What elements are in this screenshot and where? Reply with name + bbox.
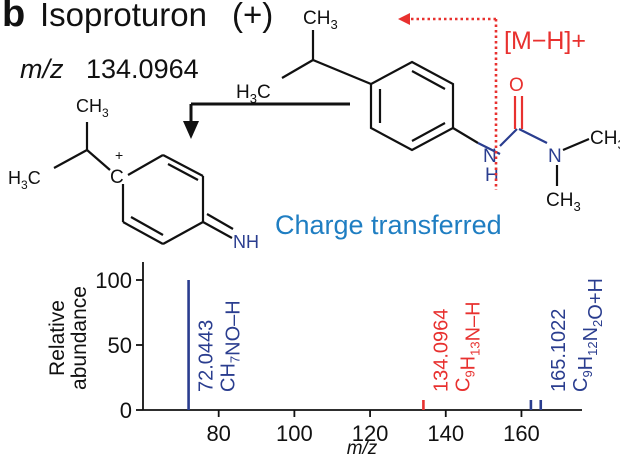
fragmentation-arrow	[183, 102, 350, 139]
x-ticks: 80 100 120 140 160	[206, 410, 540, 446]
fragment-ring-bond	[122, 221, 164, 245]
cleavage-arrowhead	[398, 13, 410, 25]
fragment-ring-bond	[127, 154, 164, 176]
ring-inner-bond	[411, 70, 446, 90]
peak-mass-label: 165.1022	[548, 309, 570, 392]
precursor-bond	[281, 59, 314, 79]
mz-annotation: m/z 134.0964	[20, 54, 199, 84]
x-axis-label: m/z	[347, 438, 378, 458]
fragment-ring-bond	[162, 154, 204, 177]
precursor-benzene-ring	[369, 60, 455, 152]
imine-bond	[202, 221, 233, 239]
fragment-arrowhead	[183, 121, 199, 139]
peak-mass-label: 134.0964	[430, 309, 452, 392]
imine-bond	[206, 213, 234, 230]
peak-formula-label: C9H12N2O+H	[570, 278, 607, 392]
fragment-ring-bond	[130, 216, 164, 236]
mass-spectrum: Relative abundance 0 50 100 80 100 120 140 160…	[46, 262, 607, 458]
ion-mode: (+)	[232, 0, 273, 33]
fragment-methyl-left: H3C	[8, 168, 41, 192]
peak-mass-label: 72.0443	[196, 320, 218, 392]
charge-transferred-caption: Charge transferred	[275, 210, 502, 240]
figure-title: b Isoproturon (+)	[2, 0, 273, 35]
x-tick-label: 80	[206, 421, 230, 446]
peak-formula-label: C9H13N–H	[452, 301, 484, 392]
x-tick-label: 140	[427, 421, 464, 446]
mz-value: 134.0964	[86, 54, 199, 84]
nh-nitrogen: N	[483, 146, 497, 167]
panel-label: b	[2, 0, 25, 35]
carbonyl-oxygen: O	[509, 75, 524, 96]
n-methyl-bond	[562, 137, 590, 152]
urea-bond	[518, 128, 548, 144]
peak-formula-label: CH7NO–H	[218, 300, 245, 392]
cation-charge: +	[115, 147, 123, 163]
y-tick-label: 50	[108, 333, 132, 358]
y-axis-label-line2: abundance	[68, 286, 91, 390]
imine-nh: NH	[233, 232, 259, 252]
ion-label: [M−H]+	[504, 27, 586, 55]
precursor-bond	[452, 127, 479, 144]
y-axis-label-line1: Relative	[46, 300, 69, 376]
y-tick-label: 0	[120, 398, 132, 423]
fragment-structure: C + NH CH3 H3C	[8, 96, 259, 252]
x-tick-label: 100	[276, 421, 313, 446]
fragment-methyl-top: CH3	[76, 96, 109, 120]
amide-methyl-bottom: CH3	[546, 190, 581, 214]
x-tick-label: 160	[503, 421, 540, 446]
spectrum-peaks	[187, 280, 543, 410]
precursor-structure: CH3 H3C N H O N CH3 CH3	[236, 8, 620, 214]
fragment-ring-bond	[162, 221, 204, 245]
ring-inner-bond	[411, 122, 446, 142]
fragment-bond	[53, 149, 88, 169]
cleavage-annotation: [M−H]+	[398, 13, 586, 190]
fragment-bond	[86, 149, 111, 171]
urea-bond	[499, 128, 518, 147]
compound-name: Isoproturon	[40, 0, 207, 33]
y-ticks: 0 50 100	[95, 268, 143, 423]
precursor-methyl-left: H3C	[236, 82, 271, 106]
mz-label: m/z	[20, 54, 64, 84]
amide-nitrogen: N	[548, 146, 562, 167]
precursor-bond	[312, 58, 372, 86]
y-tick-label: 100	[95, 268, 132, 293]
fragment-ring-bond	[167, 163, 199, 181]
cation-carbon: C	[110, 167, 124, 188]
amide-methyl-right: CH3	[590, 128, 620, 152]
x-tick-label: 120	[352, 421, 389, 446]
precursor-methyl-top: CH3	[303, 8, 338, 32]
